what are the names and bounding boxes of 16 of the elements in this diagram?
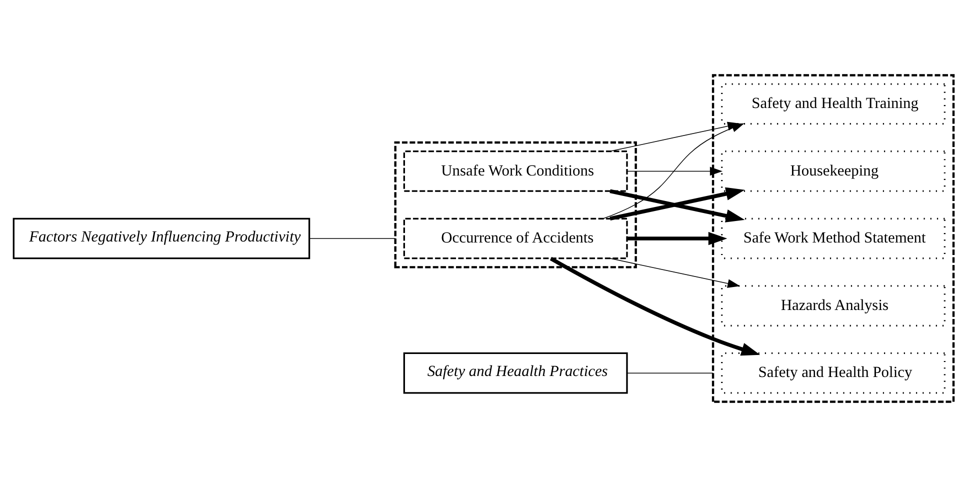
node-box: Safety and Health Policy [721, 352, 946, 394]
node-box: Housekeeping [721, 150, 946, 192]
cluster [712, 74, 955, 403]
arrow [627, 232, 728, 246]
connector [309, 238, 396, 239]
node-box: Factors Negatively Influencing Productivity [12, 218, 310, 260]
node-box: Safe Work Method Statement [721, 218, 946, 260]
node-box: Hazards Analysis [721, 285, 946, 326]
connector [626, 372, 714, 374]
arrow [626, 166, 723, 176]
node-box: Occurrence of Accidents [403, 218, 628, 260]
node-box: Unsafe Work Conditions [403, 150, 628, 192]
cluster [394, 141, 637, 268]
node-box: Safety and Heaalth Practices [403, 352, 628, 394]
node-box: Safety and Health Training [721, 83, 946, 125]
arrow [550, 256, 760, 356]
